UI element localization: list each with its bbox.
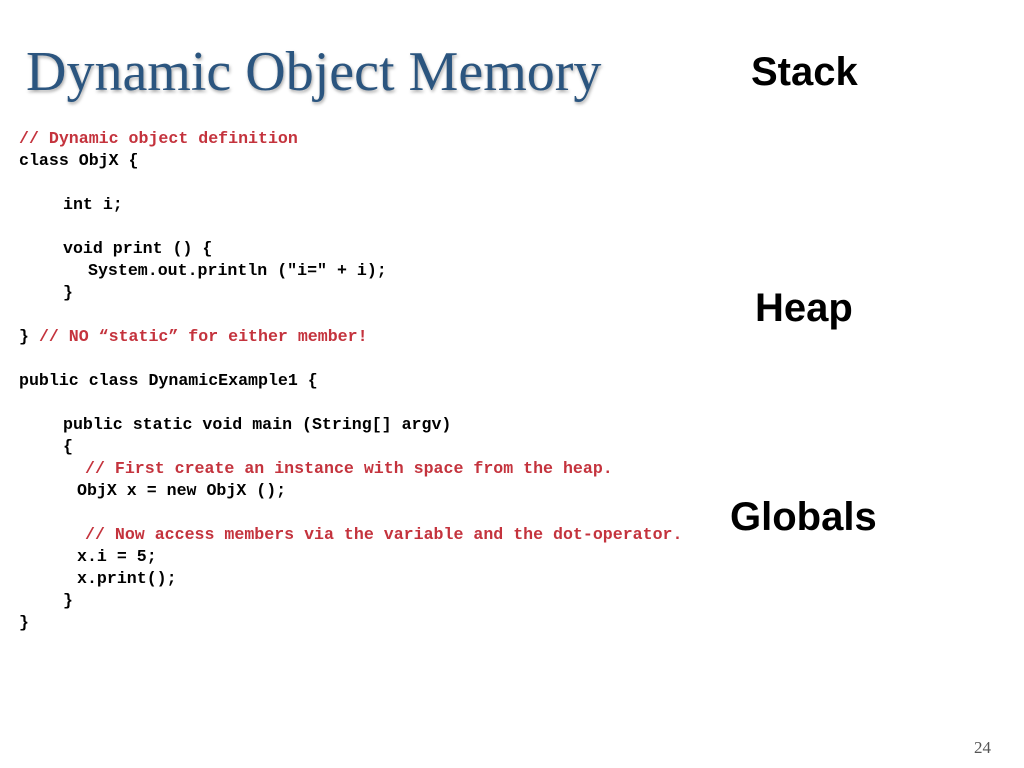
code-line: public class DynamicExample1 {: [19, 371, 318, 390]
code-comment: // NO “static” for either member!: [38, 327, 368, 346]
code-token: }: [19, 327, 29, 346]
code-comment-line: // First create an instance with space f…: [85, 459, 613, 478]
code-line: System.out.println ("i=" + i);: [88, 261, 387, 280]
globals-label: Globals: [730, 495, 877, 539]
code-comment-line: // Now access members via the variable a…: [85, 525, 683, 544]
code-line: }: [63, 283, 73, 302]
code-line: x.print();: [77, 569, 177, 588]
page-number: 24: [974, 738, 991, 757]
code-comment-line: // Dynamic object definition: [19, 129, 298, 148]
code-line: public static void main (String[] argv): [63, 415, 452, 434]
code-line: }: [63, 591, 73, 610]
heap-label: Heap: [755, 286, 853, 330]
code-line: x.i = 5;: [77, 547, 157, 566]
slide-title: Dynamic Object Memory: [26, 41, 602, 103]
stack-label: Stack: [751, 50, 858, 94]
code-line: }: [19, 613, 29, 632]
code-line: ObjX x = new ObjX ();: [77, 481, 287, 500]
code-line: int i;: [63, 195, 123, 214]
code-line-with-comment: } // NO “static” for either member!: [19, 326, 368, 348]
code-line: class ObjX {: [19, 151, 139, 170]
code-line: void print () {: [63, 239, 213, 258]
code-line: {: [63, 437, 73, 456]
